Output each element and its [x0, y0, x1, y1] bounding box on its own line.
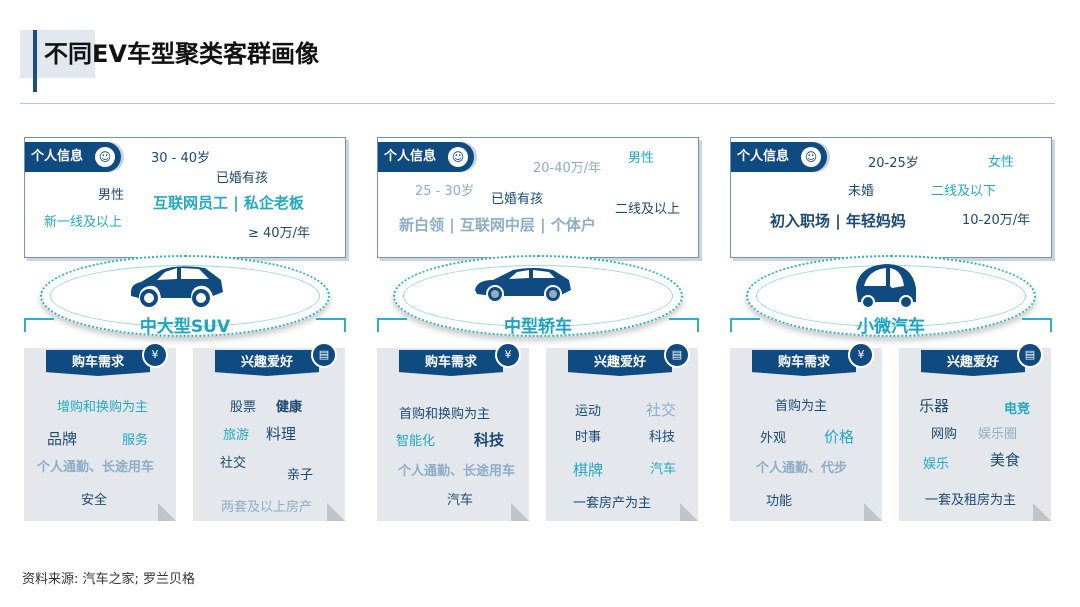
hobby-word: 电竞 [1004, 402, 1031, 417]
purchase-word: 汽车 [447, 493, 474, 508]
info-word: 互联网员工 | 私企老板 [153, 194, 304, 212]
purchase-tag: 购车需求 [399, 350, 503, 376]
hobby-tag: 兴趣爱好 [215, 350, 319, 376]
connector-line [730, 318, 760, 332]
purchase-word: 增购和换购为主 [57, 400, 149, 415]
hobby-panel: 兴趣爱好▤ [546, 342, 698, 521]
info-word: 30 - 40岁 [151, 151, 211, 166]
hobby-word: 棋牌 [573, 461, 604, 479]
info-word: 男性 [98, 188, 125, 203]
hobby-word: 娱乐圈 [978, 427, 1018, 442]
info-box-suv: 个人信息 ☺ [24, 137, 346, 258]
user-icon: ☺ [448, 147, 468, 167]
info-box-mini: 个人信息 ☺ [730, 137, 1052, 258]
info-word: 二线及以下 [931, 184, 997, 199]
segment-title: 中大型SUV [139, 317, 231, 337]
info-box-sedan: 个人信息 ☺ [377, 137, 699, 258]
document-icon: ▤ [1017, 342, 1043, 368]
hobby-word: 汽车 [650, 462, 677, 477]
purchase-word: 智能化 [396, 434, 436, 449]
purchase-word: 价格 [824, 428, 855, 446]
hobby-word: 股票 [230, 400, 257, 415]
hobby-word: 美食 [990, 451, 1021, 469]
document-icon: ▤ [311, 342, 337, 368]
divider [20, 103, 1055, 104]
purchase-word: 个人通勤、长途用车 [398, 464, 516, 479]
title-decoration [20, 30, 95, 78]
info-word: 新一线及以上 [44, 215, 123, 230]
mini-car-icon [856, 264, 916, 309]
purchase-word: 首购为主 [775, 399, 828, 414]
hobby-word: 健康 [276, 400, 303, 415]
source-note: 资料来源: 汽车之家; 罗兰贝格 [22, 572, 196, 587]
purchase-word: 服务 [122, 433, 149, 448]
head-yuan-icon: ¥ [495, 342, 521, 368]
info-tag-label: 个人信息 [31, 149, 84, 164]
purchase-panel: 购车需求¥ [730, 342, 882, 521]
info-word: 女性 [988, 155, 1015, 170]
connector-line [316, 318, 346, 332]
hobby-panel: 兴趣爱好▤ [193, 342, 345, 521]
hobby-word: 社交 [220, 456, 247, 471]
hobby-word: 娱乐 [923, 457, 950, 472]
hobby-word: 料理 [266, 425, 297, 443]
hobby-word: 社交 [646, 401, 677, 419]
info-word: 20-25岁 [868, 156, 919, 171]
hobby-word: 亲子 [287, 468, 314, 483]
hobby-word: 乐器 [919, 397, 950, 415]
purchase-word: 首购和换购为主 [399, 407, 491, 422]
info-word: 20-40万/年 [533, 161, 602, 176]
purchase-tag: 购车需求 [46, 350, 150, 376]
sedan-icon [475, 268, 571, 303]
user-icon: ☺ [801, 147, 821, 167]
info-word: 二线及以上 [615, 202, 681, 217]
user-icon: ☺ [95, 147, 115, 167]
suv-icon [131, 266, 223, 307]
purchase-word: 品牌 [47, 430, 78, 448]
info-word: 10-20万/年 [962, 213, 1031, 228]
purchase-word: 科技 [474, 431, 505, 449]
info-word: 已婚有孩 [491, 192, 544, 207]
info-word: 初入职场 | 年轻妈妈 [770, 212, 906, 230]
info-word: 已婚有孩 [216, 171, 269, 186]
purchase-word: 个人通勤、代步 [756, 461, 848, 476]
head-yuan-icon: ¥ [142, 342, 168, 368]
hobby-word: 运动 [575, 404, 602, 419]
document-icon: ▤ [664, 342, 690, 368]
purchase-word: 功能 [766, 494, 793, 509]
hobby-word: 一套及租房为主 [925, 493, 1017, 508]
hobby-word: 科技 [649, 430, 676, 445]
head-yuan-icon: ¥ [848, 342, 874, 368]
hobby-word: 一套房产为主 [573, 496, 652, 511]
info-tag-label: 个人信息 [737, 149, 790, 164]
hobby-word: 时事 [575, 430, 602, 445]
connector-line [669, 318, 699, 332]
page-title: 不同EV车型聚类客群画像 [44, 40, 319, 68]
info-word: 未婚 [848, 184, 875, 199]
hobby-word: 两套及以上房产 [221, 500, 313, 515]
title-accent-bar [33, 30, 37, 92]
info-tag-label: 个人信息 [384, 149, 437, 164]
segment-title: 中型轿车 [504, 317, 572, 337]
info-word: 男性 [628, 151, 655, 166]
info-word: 25 - 30岁 [415, 184, 475, 199]
connector-line [24, 318, 54, 332]
connector-line [377, 318, 407, 332]
purchase-panel: 购车需求¥ [377, 342, 529, 521]
info-word: ≥ 40万/年 [248, 226, 310, 241]
hobby-tag: 兴趣爱好 [921, 350, 1025, 376]
purchase-word: 外观 [760, 431, 787, 446]
hobby-tag: 兴趣爱好 [568, 350, 672, 376]
hobby-word: 网购 [931, 427, 958, 442]
purchase-word: 安全 [81, 493, 108, 508]
purchase-panel: 购车需求¥ [24, 342, 176, 521]
purchase-tag: 购车需求 [752, 350, 856, 376]
hobby-word: 旅游 [223, 428, 250, 443]
info-word: 新白领 | 互联网中层 | 个体户 [399, 216, 596, 234]
purchase-word: 个人通勤、长途用车 [37, 460, 155, 475]
connector-line [1022, 318, 1052, 332]
segment-title: 小微汽车 [857, 317, 925, 337]
hobby-panel: 兴趣爱好▤ [899, 342, 1051, 521]
